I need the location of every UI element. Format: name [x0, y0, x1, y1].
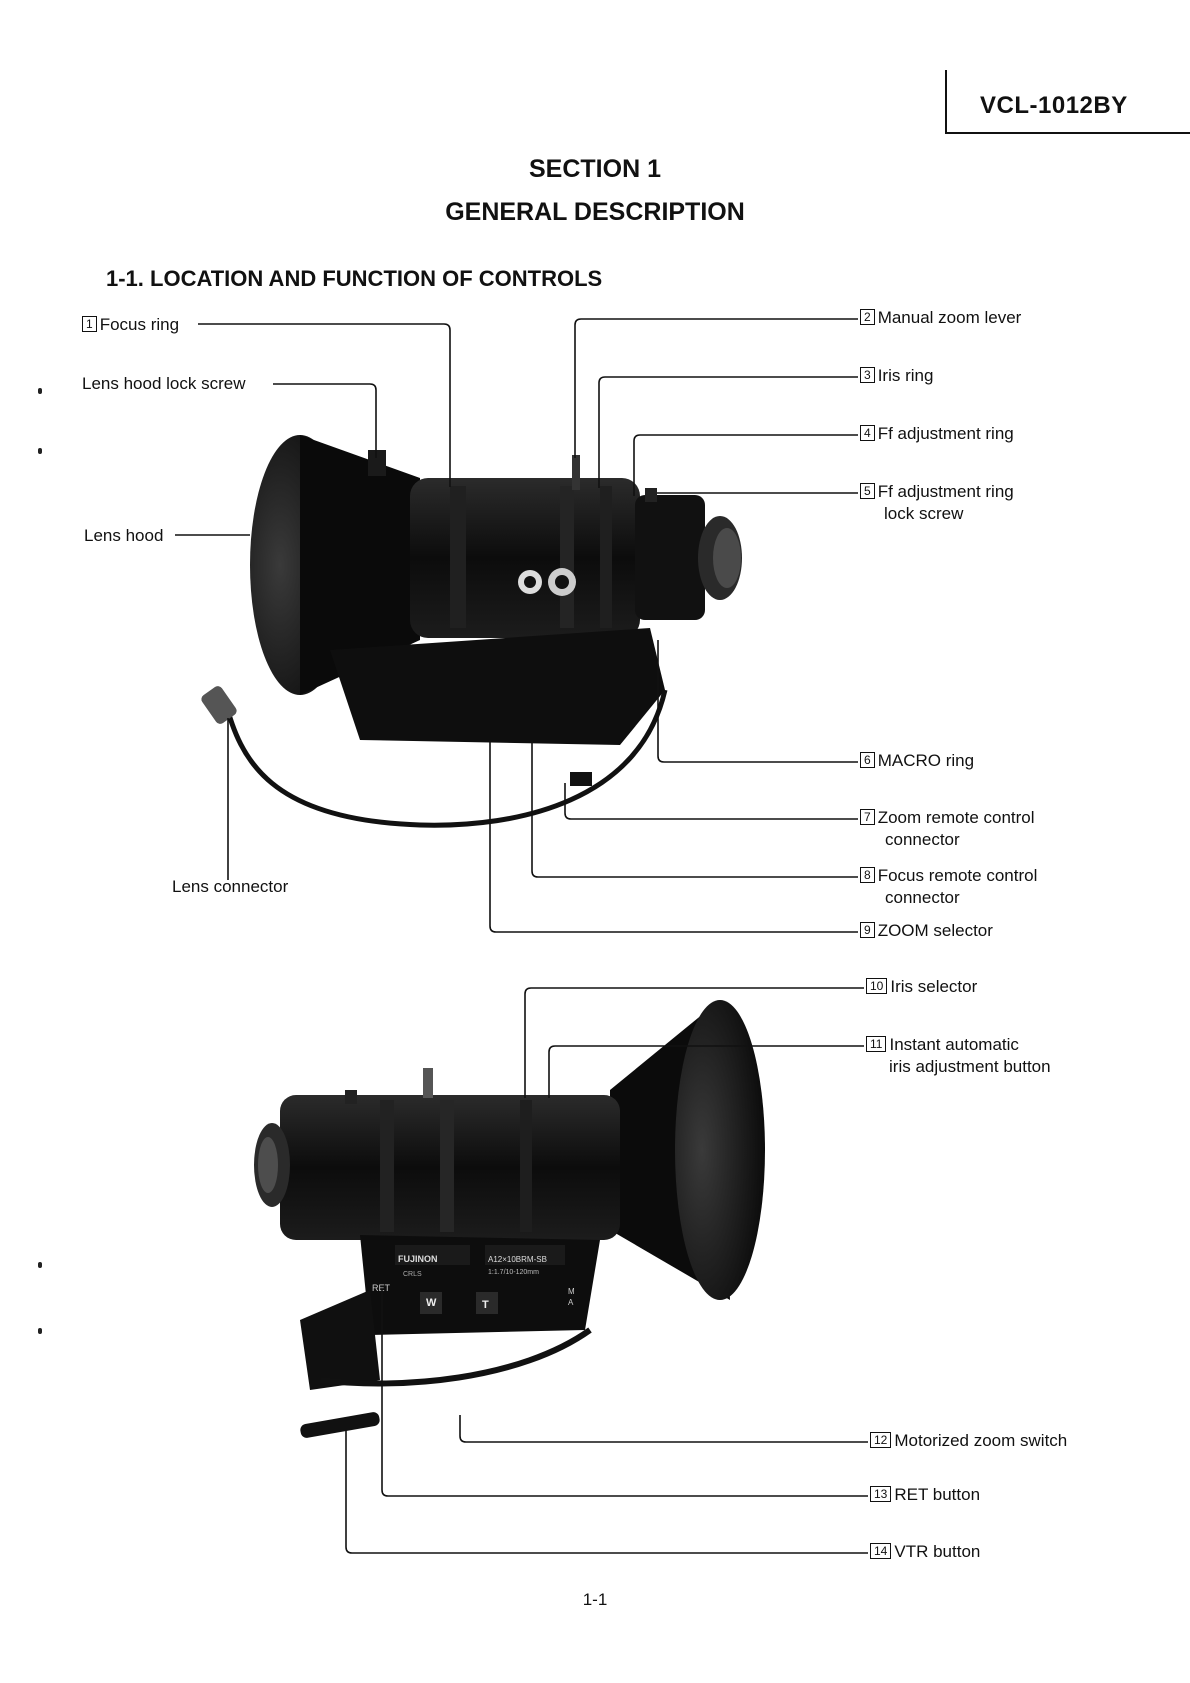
callout-number: 10 — [866, 978, 887, 994]
callout-label: Ff adjustment ring — [878, 424, 1014, 443]
callout-label: Focus ring — [100, 315, 179, 334]
callout-label: Instant automatic — [889, 1035, 1018, 1054]
callout-zoom-remote-connector-line2: connector — [885, 829, 960, 851]
callout-number: 11 — [866, 1036, 886, 1052]
callout-label: Iris ring — [878, 366, 934, 385]
lens-model-text: A12×10BRM-SB — [488, 1255, 547, 1264]
lens-spec-text: 1:1.7/10-120mm — [488, 1269, 539, 1276]
callout-label: Iris selector — [890, 977, 977, 996]
callout-label: Manual zoom lever — [878, 308, 1022, 327]
a-marking: A — [568, 1298, 574, 1307]
brand-sub-text: CRLS — [403, 1271, 422, 1278]
label-lens-hood: Lens hood — [84, 525, 163, 547]
callout-number: 12 — [870, 1432, 891, 1448]
callout-label: Focus remote control — [878, 866, 1038, 885]
callout-focus-remote-connector-line2: connector — [885, 887, 960, 909]
callout-label: Zoom remote control — [878, 808, 1035, 827]
callout-label: RET button — [894, 1485, 980, 1504]
callout-number: 13 — [870, 1486, 891, 1502]
callout-number: 14 — [870, 1543, 891, 1559]
callout-number: 8 — [860, 867, 875, 883]
callout-number: 7 — [860, 809, 875, 825]
w-marking: W — [426, 1297, 437, 1309]
callout-number: 6 — [860, 752, 875, 768]
bottom-lens-photo: FUJINON CRLS A12×10BRM-SB 1:1.7/10-120mm… — [254, 1000, 765, 1439]
callout-number: 2 — [860, 309, 875, 325]
callout-label: Motorized zoom switch — [894, 1431, 1067, 1450]
callout-number: 3 — [860, 367, 875, 383]
callout-ff-lock-screw-line2: lock screw — [884, 503, 963, 525]
callout-label: Ff adjustment ring — [878, 482, 1014, 501]
callout-instant-auto-iris-line2: iris adjustment button — [889, 1056, 1051, 1078]
page-number: 1-1 — [0, 1590, 1190, 1610]
brand-text: FUJINON — [398, 1254, 438, 1264]
callout-label: VTR button — [894, 1542, 980, 1561]
label-lens-connector: Lens connector — [172, 876, 288, 898]
callout-label: ZOOM selector — [878, 921, 993, 940]
callout-number: 5 — [860, 483, 875, 499]
callout-number: 4 — [860, 425, 875, 441]
callout-number: 1 — [82, 316, 97, 332]
callout-number: 9 — [860, 922, 875, 938]
label-lens-hood-lock-screw: Lens hood lock screw — [82, 373, 245, 395]
t-marking: T — [482, 1299, 489, 1311]
callout-label: MACRO ring — [878, 751, 974, 770]
m-marking: M — [568, 1287, 575, 1296]
